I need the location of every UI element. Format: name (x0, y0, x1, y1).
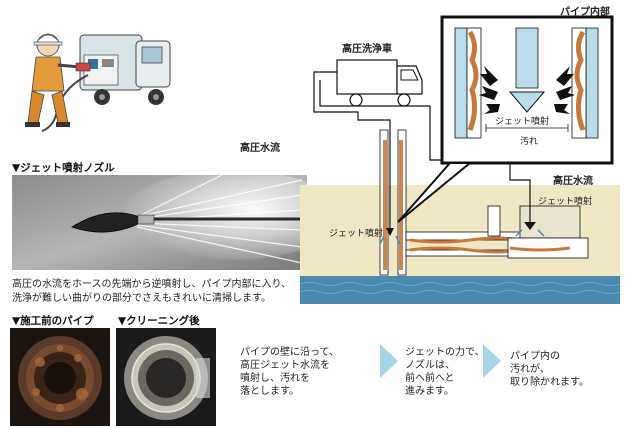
water-area (300, 276, 620, 304)
nozzle-left-icon (379, 228, 401, 245)
step-3-text: パイプ内の 汚れが、 取り除かれます。 (510, 350, 589, 389)
worker-truck-illustration (25, 33, 171, 132)
step-line: 汚れが、 (510, 364, 550, 375)
pipe-cleaning-diagram (299, 15, 621, 304)
water-left-label: 高圧水流 (240, 143, 280, 154)
step-line: パイプ内の (510, 351, 560, 362)
before-pipe-photo (10, 328, 110, 426)
nozzle-photo (12, 170, 342, 270)
step-arrow-icon (380, 344, 398, 378)
step-line: 取り除かれます。 (510, 377, 589, 388)
jet-right-label: ジェット噴射 (538, 197, 593, 207)
nozzle-description: 高圧の水流をホースの先端から逆噴射し、パイプ内部に入り、 洗浄が難しい曲がりの部… (12, 278, 312, 306)
before-photo-title: ▼施工前のパイプ (12, 315, 94, 327)
nozzle-section-title: ▼ジェット噴射ノズル (12, 162, 115, 174)
cleaning-truck-icon (336, 59, 423, 107)
pipe-inside-label: パイプ内部 (560, 7, 610, 18)
step-line: 落とします。 (240, 386, 299, 397)
after-photo-title: ▼クリーニング後 (118, 315, 200, 327)
step-2-text: ジェットの力で、 ノズルは、 前へ前へと 進みます。 (405, 346, 485, 398)
nozzle-description-line: 洗浄が難しい曲がりの部分でさえもきれいに清掃します。 (12, 293, 271, 304)
step-1-text: パイプの壁に沿って、 高圧ジェット水流を 噴射し、汚れを 落とします。 (240, 346, 339, 398)
step-line: パイプの壁に沿って、 (240, 347, 339, 358)
after-pipe-photo (116, 328, 216, 426)
water-right-label: 高圧水流 (553, 176, 593, 187)
jet-inset-label: ジェット噴射 (495, 117, 550, 127)
step-line: 進みます。 (405, 386, 454, 397)
dirt-inset-label: 汚れ (520, 137, 539, 147)
step-arrow-icon (483, 344, 501, 378)
step-line: 噴射し、汚れを (240, 373, 310, 384)
truck-label: 高圧洗浄車 (342, 44, 392, 55)
step-line: 高圧ジェット水流を (240, 360, 330, 371)
nozzle-right-icon (515, 222, 545, 237)
nozzle-description-line: 高圧の水流をホースの先端から逆噴射し、パイプ内部に入り、 (12, 279, 292, 290)
jet-left-label: ジェット噴射 (329, 229, 384, 239)
step-line: 前へ前へと (405, 373, 455, 384)
step-line: ジェットの力で、 (405, 347, 485, 358)
step-line: ノズルは、 (405, 360, 455, 371)
spray-arrow-icon (479, 66, 575, 114)
